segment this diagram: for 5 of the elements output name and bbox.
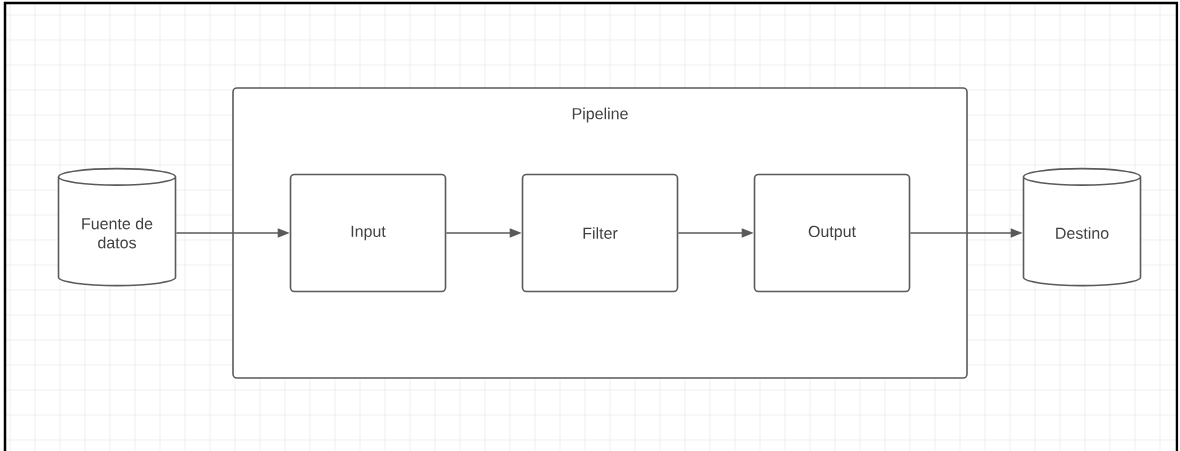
process-box: Output — [753, 173, 911, 293]
database-cylinder: Fuente de datos — [57, 167, 177, 287]
process-box: Input — [289, 173, 447, 293]
database-cylinder: Destino — [1022, 167, 1142, 287]
process-box: Filter — [521, 173, 679, 293]
